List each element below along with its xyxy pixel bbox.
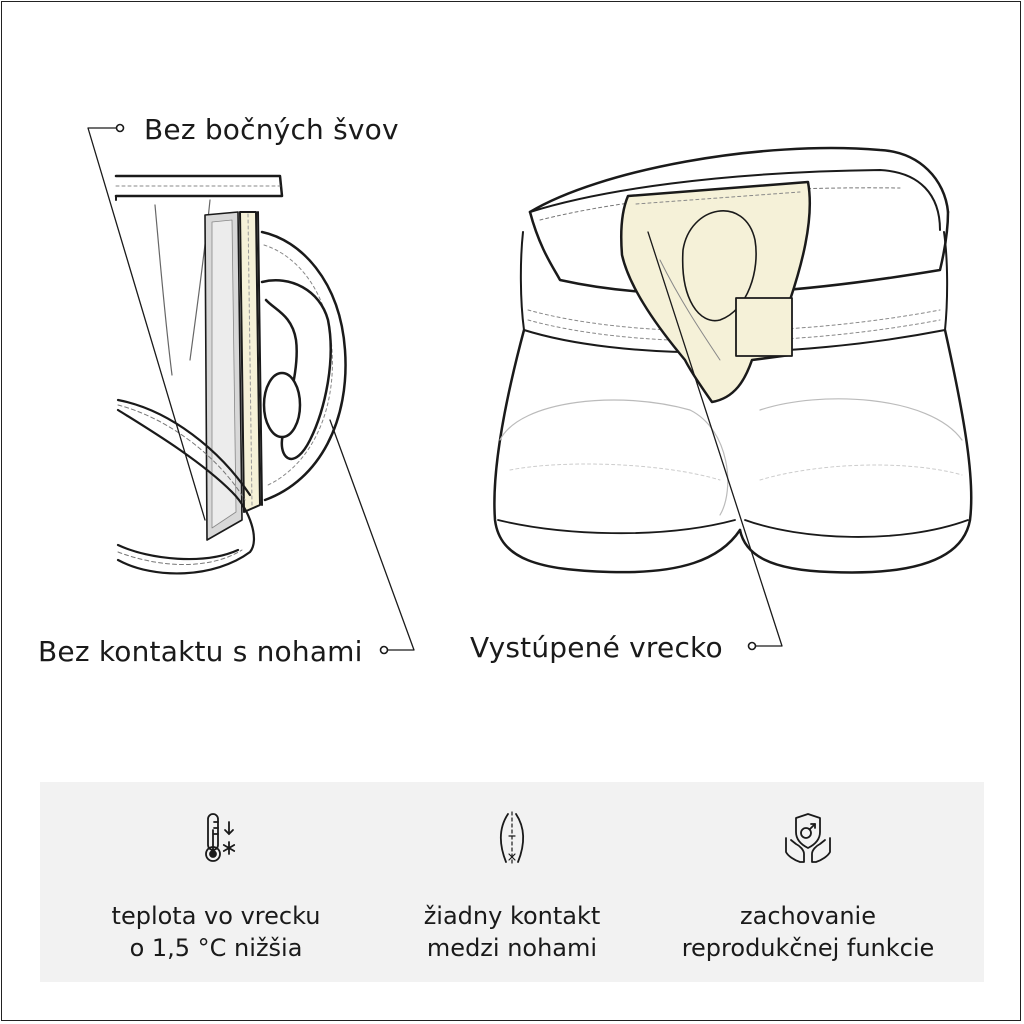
feature-cooling-line2: o 1,5 °C nižšia xyxy=(129,934,303,962)
feature-reproductive: zachovanie reprodukčnej funkcie xyxy=(658,782,958,982)
side-view-illustration xyxy=(114,174,347,575)
feature-reproductive-text: zachovanie reprodukčnej funkcie xyxy=(658,900,958,964)
hands-shield-icon xyxy=(785,813,831,863)
feature-reproductive-line1: zachovanie xyxy=(740,902,876,930)
feature-cooling: teplota vo vrecku o 1,5 °C nižšia xyxy=(66,782,366,982)
callout-leaders xyxy=(87,123,783,655)
feature-no-contact-line1: žiadny kontakt xyxy=(423,902,601,930)
back-view-illustration xyxy=(493,146,973,574)
legs-no-contact-icon xyxy=(500,811,524,865)
feature-cooling-text: teplota vo vrecku o 1,5 °C nižšia xyxy=(66,900,366,964)
no-leg-contact-label: Bez kontaktu s nohami xyxy=(38,635,363,668)
feature-no-contact-text: žiadny kontakt medzi nohami xyxy=(362,900,662,964)
features-panel: teplota vo vrecku o 1,5 °C nižšia žiadny… xyxy=(40,782,984,982)
feature-no-contact: žiadny kontakt medzi nohami xyxy=(362,782,662,982)
thermometer-cooling-icon xyxy=(205,813,236,862)
raised-pouch-label: Vystúpené vrecko xyxy=(470,631,723,664)
feature-reproductive-line2: reprodukčnej funkcie xyxy=(681,934,935,962)
feature-cooling-line1: teplota vo vrecku xyxy=(111,902,321,930)
feature-no-contact-line2: medzi nohami xyxy=(426,934,598,962)
no-side-seams-label: Bez bočných švov xyxy=(144,113,399,146)
